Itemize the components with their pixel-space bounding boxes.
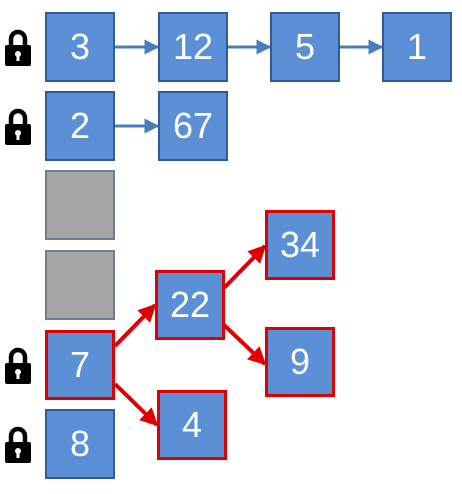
lock-icon — [5, 347, 31, 384]
node-row5-22: 22 — [155, 270, 225, 340]
lock-icon — [5, 108, 31, 145]
node-row1-2: 5 — [270, 12, 340, 82]
node-row5-9: 9 — [265, 327, 335, 397]
node-row6-0: 8 — [45, 409, 115, 479]
arrow-22-to-34 — [222, 244, 267, 290]
node-row1-3: 1 — [382, 12, 452, 82]
lock-icon — [5, 29, 31, 66]
arrow-7-to-4 — [113, 382, 159, 427]
arrow-7-to-22 — [113, 303, 157, 348]
node-row2-1: 67 — [158, 91, 228, 161]
arrow-22-to-9 — [222, 323, 267, 366]
node-row1-1: 12 — [158, 12, 228, 82]
lock-icon — [5, 426, 31, 463]
node-row5-root: 7 — [45, 330, 115, 400]
node-row2-0: 2 — [45, 91, 115, 161]
empty-slot — [45, 170, 115, 240]
empty-slot — [45, 250, 115, 320]
node-row1-0: 3 — [45, 12, 115, 82]
node-row5-4: 4 — [157, 390, 227, 460]
node-row5-34: 34 — [265, 210, 335, 280]
